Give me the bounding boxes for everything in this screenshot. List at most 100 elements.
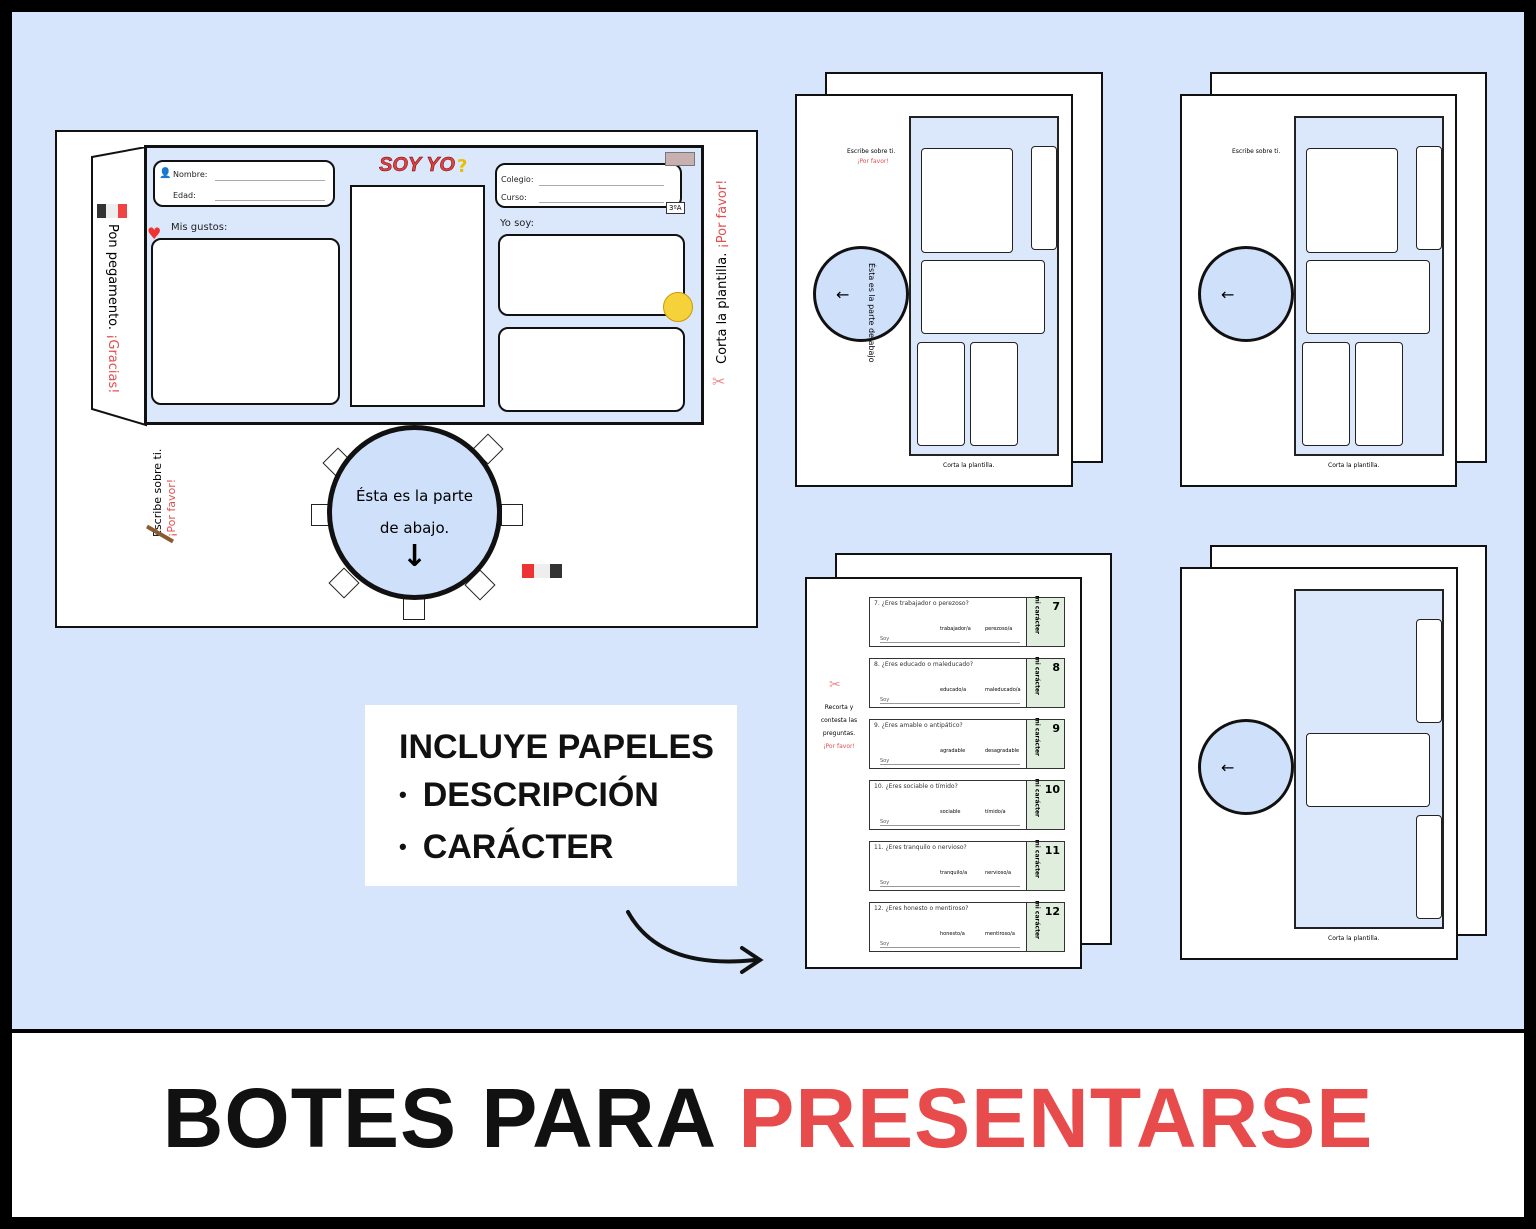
thumb-cut: Corta la plantilla. — [1328, 935, 1380, 942]
thumb-please: ¡Por favor! — [857, 158, 889, 165]
school-label: Colegio: — [501, 175, 534, 184]
option-label: tímido/a — [985, 809, 1006, 815]
option-label: agradable — [940, 748, 966, 754]
question-number: 8 — [1052, 661, 1060, 674]
option-label: honesto/a — [940, 931, 965, 937]
school-building-icon — [665, 152, 695, 166]
cut-instruction: Corta la plantilla. ¡Por favor! — [715, 179, 730, 364]
age-field[interactable] — [215, 200, 325, 201]
photo-box[interactable] — [350, 185, 485, 407]
thumb-cut: Corta la plantilla. — [1328, 462, 1380, 469]
down-arrow-icon: ↓ — [401, 539, 428, 574]
question-number: 10 — [1044, 783, 1060, 796]
question-text: 9. ¿Eres amable o antipático? — [874, 722, 963, 729]
tab-label: mi carácter — [1033, 656, 1040, 695]
option-label: nervioso/a — [985, 870, 1012, 876]
option-label: mentiroso/a — [985, 931, 1015, 937]
tab-label: mi carácter — [1033, 595, 1040, 634]
thumb-write: Escribe sobre ti. — [1232, 148, 1281, 155]
name-label: Nombre: — [173, 170, 208, 179]
person-icon: 👤 — [159, 168, 172, 179]
tab-label: mi carácter — [1033, 717, 1040, 756]
option-label: tranquilo/a — [940, 870, 968, 876]
question-text: 7. ¿Eres trabajador o perezoso? — [874, 600, 969, 607]
include-item: CARÁCTER — [399, 823, 737, 875]
includes-box: INCLUYE PAPELES DESCRIPCIÓNCARÁCTER — [365, 705, 737, 886]
seat — [501, 504, 523, 526]
banner-title: BOTES PARA PRESENTARSE — [162, 1071, 1374, 1165]
curved-arrow-icon — [626, 910, 764, 974]
question-card: 10. ¿Eres sociable o tímido? sociable tí… — [869, 778, 1065, 830]
tab-label: mi carácter — [1033, 778, 1040, 817]
option-label: trabajador/a — [940, 626, 971, 632]
character-sheet: ✂ Recorta y contesta las preguntas.¡Por … — [805, 577, 1082, 969]
i-am-label: Yo soy: — [500, 218, 534, 229]
answer-line[interactable]: Soy — [880, 819, 1020, 826]
option-label: perezoso/a — [985, 626, 1013, 632]
character-tab — [1026, 659, 1064, 707]
question-card: 8. ¿Eres educado o maleducado? educado/a… — [869, 656, 1065, 708]
soy-yo-title: SOY YO — [379, 154, 455, 177]
question-text: 12. ¿Eres honesto o mentiroso? — [874, 905, 969, 912]
school-field[interactable] — [539, 185, 664, 186]
question-number: 12 — [1044, 905, 1060, 918]
name-age-box: 👤 Nombre: Edad: — [153, 160, 335, 207]
answer-line[interactable]: Soy — [880, 697, 1020, 704]
question-person-icon: ? — [457, 156, 468, 177]
option-label: desagradable — [985, 748, 1020, 754]
likes-box[interactable] — [151, 238, 340, 405]
cut-answer-instruction: Recorta y contesta las preguntas.¡Por fa… — [820, 704, 858, 750]
thumb-circle: ← — [1198, 719, 1294, 815]
name-field[interactable] — [215, 180, 325, 181]
school-course-box: Colegio: Curso: — [495, 163, 682, 208]
answer-line[interactable]: Soy — [880, 758, 1020, 765]
question-text: 10. ¿Eres sociable o tímido? — [874, 783, 958, 790]
option-label: sociable — [940, 809, 961, 815]
includes-heading: INCLUYE PAPELES — [399, 728, 714, 766]
thumb-circle: ← — [1198, 246, 1294, 342]
question-text: 8. ¿Eres educado o maleducado? — [874, 661, 974, 668]
thumb-cut: Corta la plantilla. — [943, 462, 995, 469]
character-tab — [1026, 720, 1064, 768]
course-field[interactable] — [539, 202, 664, 203]
age-label: Edad: — [173, 191, 196, 200]
option-label: educado/a — [940, 687, 967, 693]
thumb-circle: Ésta es la parte de abajo← — [813, 246, 909, 363]
question-card: 11. ¿Eres tranquilo o nervioso? tranquil… — [869, 839, 1065, 891]
write-instruction: Escribe sobre ti.¡Por favor! — [151, 448, 178, 537]
option-label: maleducado/a — [985, 687, 1021, 693]
thumbnail-template-1: Ésta es la parte de abajo← Escribe sobre… — [795, 94, 1073, 487]
character-tab — [1026, 903, 1064, 951]
i-am-box-2[interactable] — [498, 327, 685, 412]
thumb-write: Escribe sobre ti. — [847, 148, 896, 155]
title-banner — [12, 1033, 1524, 1217]
scissors-icon: ✂ — [712, 372, 726, 391]
question-number: 9 — [1052, 722, 1060, 735]
question-card: 9. ¿Eres amable o antipático? agradable … — [869, 717, 1065, 769]
tab-label: mi carácter — [1033, 839, 1040, 878]
course-label: Curso: — [501, 193, 527, 202]
answer-line[interactable]: Soy — [880, 636, 1020, 643]
smiley-icon — [663, 292, 693, 322]
glue-stick-icon-2 — [522, 564, 562, 578]
tab-label: mi carácter — [1033, 900, 1040, 939]
answer-line[interactable]: Soy — [880, 880, 1020, 887]
question-text: 11. ¿Eres tranquilo o nervioso? — [874, 844, 967, 851]
character-tab — [1026, 842, 1064, 890]
character-tab — [1026, 598, 1064, 646]
i-am-box-1[interactable] — [498, 234, 685, 316]
character-tab — [1026, 781, 1064, 829]
question-number: 7 — [1052, 600, 1060, 613]
scissors-icon: ✂ — [829, 677, 841, 693]
seat — [403, 598, 425, 620]
include-item: DESCRIPCIÓN — [399, 771, 737, 823]
glue-instruction: Pon pegamento. ¡Gracias! — [105, 224, 120, 394]
question-card: 7. ¿Eres trabajador o perezoso? trabajad… — [869, 595, 1065, 647]
thumbnail-template-2: ← Escribe sobre ti. Corta la plantilla. — [1180, 94, 1457, 487]
thumbnail-template-3: ← Corta la plantilla. — [1180, 567, 1458, 960]
likes-label: Mis gustos: — [171, 222, 228, 233]
question-card: 12. ¿Eres honesto o mentiroso? honesto/a… — [869, 900, 1065, 952]
main-template-preview: Pon pegamento. ¡Gracias! 👤 Nombre: Edad:… — [55, 130, 758, 628]
answer-line[interactable]: Soy — [880, 941, 1020, 948]
